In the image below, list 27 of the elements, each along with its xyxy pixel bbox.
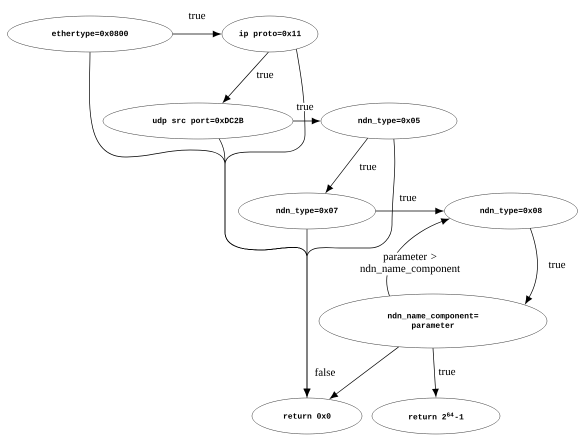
edge-label: true (185, 12, 209, 20)
arrow (304, 228, 310, 397)
arrow (330, 346, 399, 399)
ellipse-node: ndn_type=0x05 (320, 102, 458, 140)
edge-label: parameter > ndn_name_component (354, 252, 466, 276)
ellipse-node: ethertype=0x0800 (7, 16, 173, 52)
arrow (432, 348, 439, 397)
arrow (292, 118, 320, 124)
ellipse-node: ndn_type=0x08 (444, 192, 578, 230)
edge-label: true (293, 102, 317, 112)
edge-label: true (545, 260, 569, 270)
ellipse-node: udp src port=0xDC2B (102, 102, 294, 140)
arrow (326, 138, 368, 193)
arrow (525, 228, 538, 304)
edge-label: true (396, 194, 420, 202)
ellipse-node: ndn_type=0x07 (238, 192, 376, 230)
edge-label: false (313, 367, 337, 377)
ellipse-node: ip proto=0x11 (222, 16, 318, 52)
ellipse-node: return 2$^{64}$-1 (372, 398, 500, 434)
edge-label: true (253, 70, 277, 80)
ellipse-node: ndn_name_component= parameter (318, 294, 548, 348)
edge-label: true (435, 368, 459, 376)
ellipse-node: return 0x0 (252, 398, 362, 434)
arrow (375, 208, 444, 214)
arrow (222, 52, 269, 103)
edge-label: true (356, 162, 380, 172)
arrow (172, 30, 221, 38)
